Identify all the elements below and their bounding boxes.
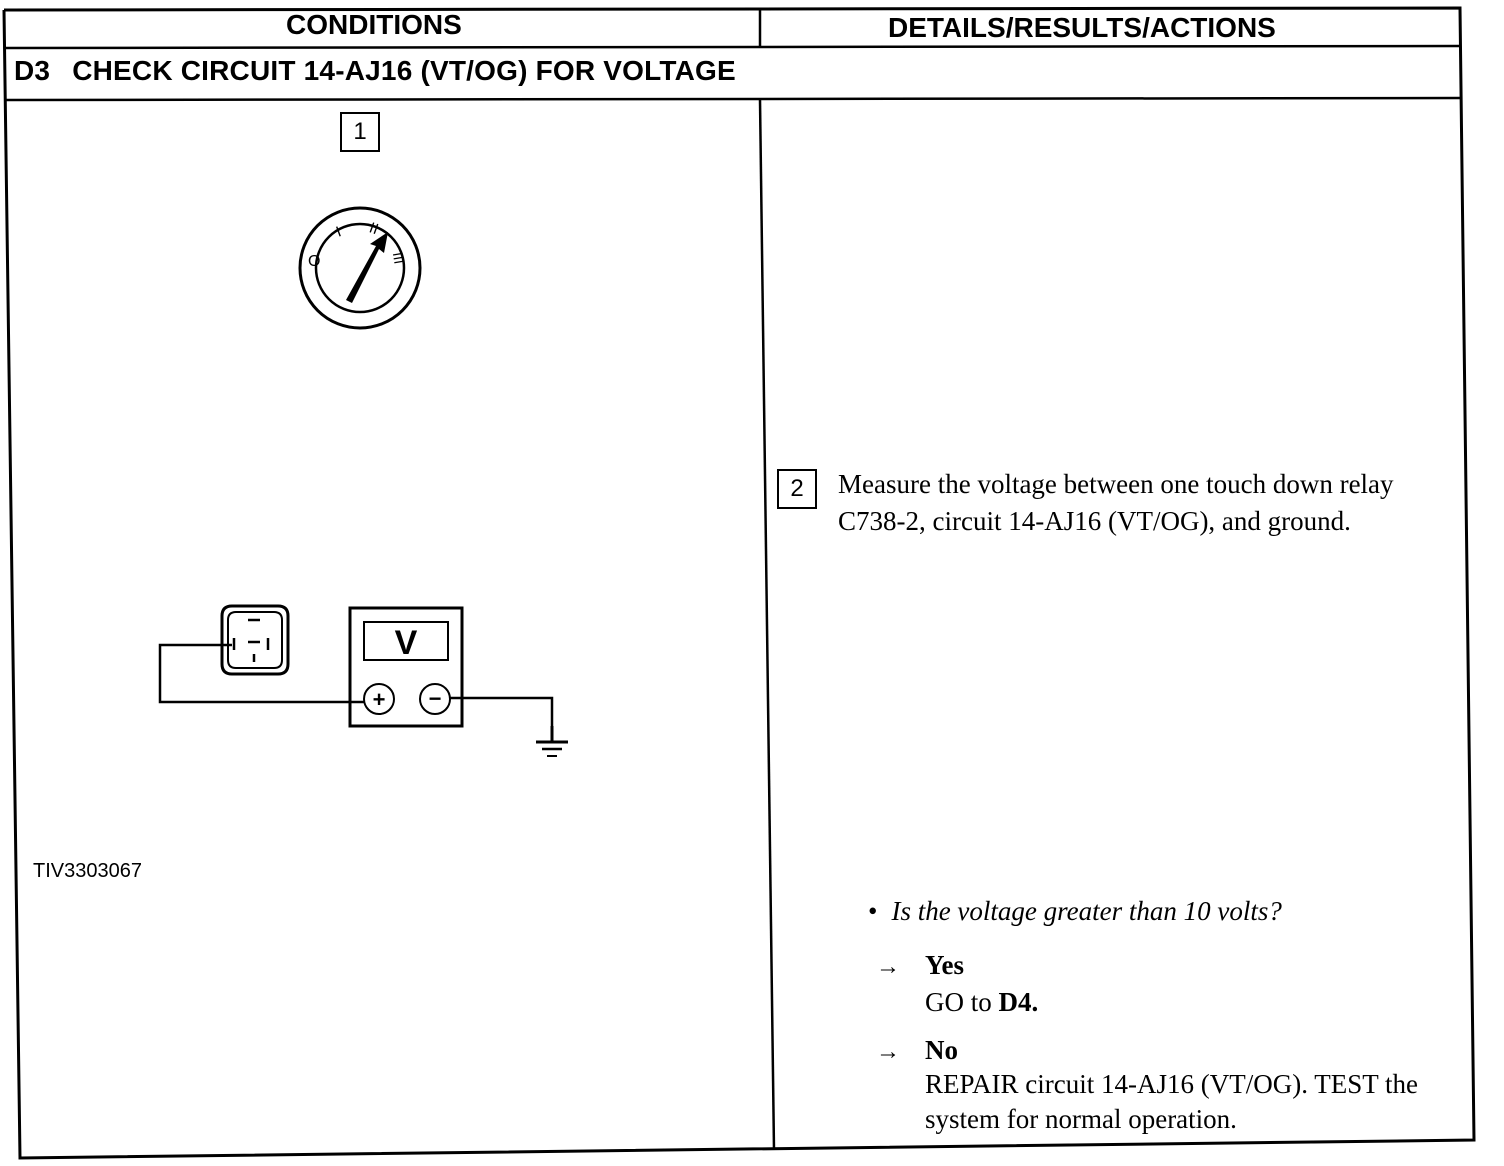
- yes-arrow-icon: →: [876, 954, 900, 980]
- figure-reference: TIV3303067: [33, 860, 142, 882]
- no-label: No: [925, 1035, 958, 1065]
- yes-action-prefix: GO to: [925, 987, 992, 1017]
- step-1-marker: 1: [340, 112, 380, 152]
- column-header-conditions: CONDITIONS: [286, 9, 462, 40]
- question: • Is the voltage greater than 10 volts?: [868, 896, 1282, 927]
- section-title-text: CHECK CIRCUIT 14-AJ16 (VT/OG) FOR VOLTAG…: [72, 55, 736, 86]
- meter-plus-terminal: +: [373, 687, 386, 712]
- yes-label: Yes: [925, 950, 964, 980]
- ignition-pos-1: I: [334, 223, 344, 240]
- section-number: D3: [14, 55, 51, 86]
- ignition-pos-3: III: [390, 251, 408, 265]
- yes-action-target: D4.: [998, 987, 1039, 1017]
- section-title: D3 CHECK CIRCUIT 14-AJ16 (VT/OG) FOR VOLT…: [14, 55, 736, 87]
- yes-action: GO to D4.: [925, 985, 1038, 1020]
- meter-display-label: V: [395, 624, 418, 662]
- ignition-pos-0: O: [308, 253, 320, 270]
- no-arrow-icon: →: [876, 1039, 900, 1065]
- meter-minus-terminal: −: [429, 686, 442, 711]
- step-2-marker: 2: [777, 469, 817, 509]
- question-text: Is the voltage greater than 10 volts?: [891, 896, 1282, 926]
- column-header-details: DETAILS/RESULTS/ACTIONS: [888, 12, 1276, 43]
- bullet-icon: •: [868, 896, 878, 926]
- voltmeter-circuit-diagram: V + −: [158, 604, 568, 757]
- ignition-switch-icon: O I II III: [298, 206, 422, 330]
- step-2-instruction: Measure the voltage between one touch do…: [838, 469, 1394, 536]
- no-action: REPAIR circuit 14-AJ16 (VT/OG). TEST the…: [925, 1069, 1418, 1134]
